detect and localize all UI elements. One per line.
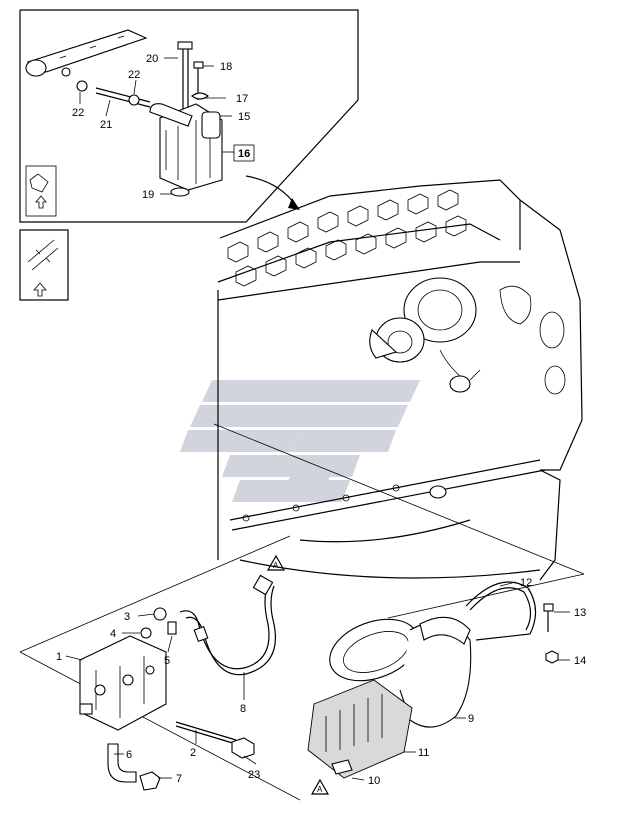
label-22a: 22 [72, 107, 84, 119]
label-11: 11 [418, 747, 429, 759]
watermark-logo-icon [180, 380, 420, 502]
injector-inset [19, 9, 359, 223]
label-23: 23 [248, 769, 260, 781]
label-5: 5 [164, 655, 170, 667]
lower-parts [79, 574, 559, 791]
label-8: 8 [240, 703, 246, 715]
label-14: 14 [574, 655, 586, 667]
label-6: 6 [126, 749, 132, 761]
up-arrow-icon [35, 195, 47, 209]
svg-text:A: A [317, 785, 323, 794]
label-20: 20 [146, 53, 158, 65]
label-12: 12 [520, 577, 532, 589]
engine-block [217, 179, 583, 581]
label-3: 3 [124, 611, 130, 623]
label-2: 2 [190, 747, 196, 759]
label-17: 17 [236, 93, 248, 105]
label-1: 1 [56, 651, 62, 663]
part-labels: 20 18 22 17 15 22 21 16 19 3 4 5 1 2 6 7… [56, 53, 586, 787]
label-7: 7 [176, 773, 182, 785]
label-9: 9 [468, 713, 474, 725]
label-4: 4 [110, 628, 116, 640]
leader-lines [65, 581, 570, 781]
warning-triangle-icon: A [310, 778, 330, 795]
label-19: 19 [142, 189, 154, 201]
label-22b: 22 [128, 69, 140, 81]
label-10: 10 [368, 775, 380, 787]
label-13: 13 [574, 607, 586, 619]
label-16: 16 [238, 148, 250, 160]
label-15: 15 [238, 111, 250, 123]
label-18: 18 [220, 61, 232, 73]
label-21: 21 [100, 119, 112, 131]
svg-text:A: A [273, 561, 279, 570]
warning-triangle-icon: A [266, 554, 286, 571]
location-card [19, 229, 69, 301]
